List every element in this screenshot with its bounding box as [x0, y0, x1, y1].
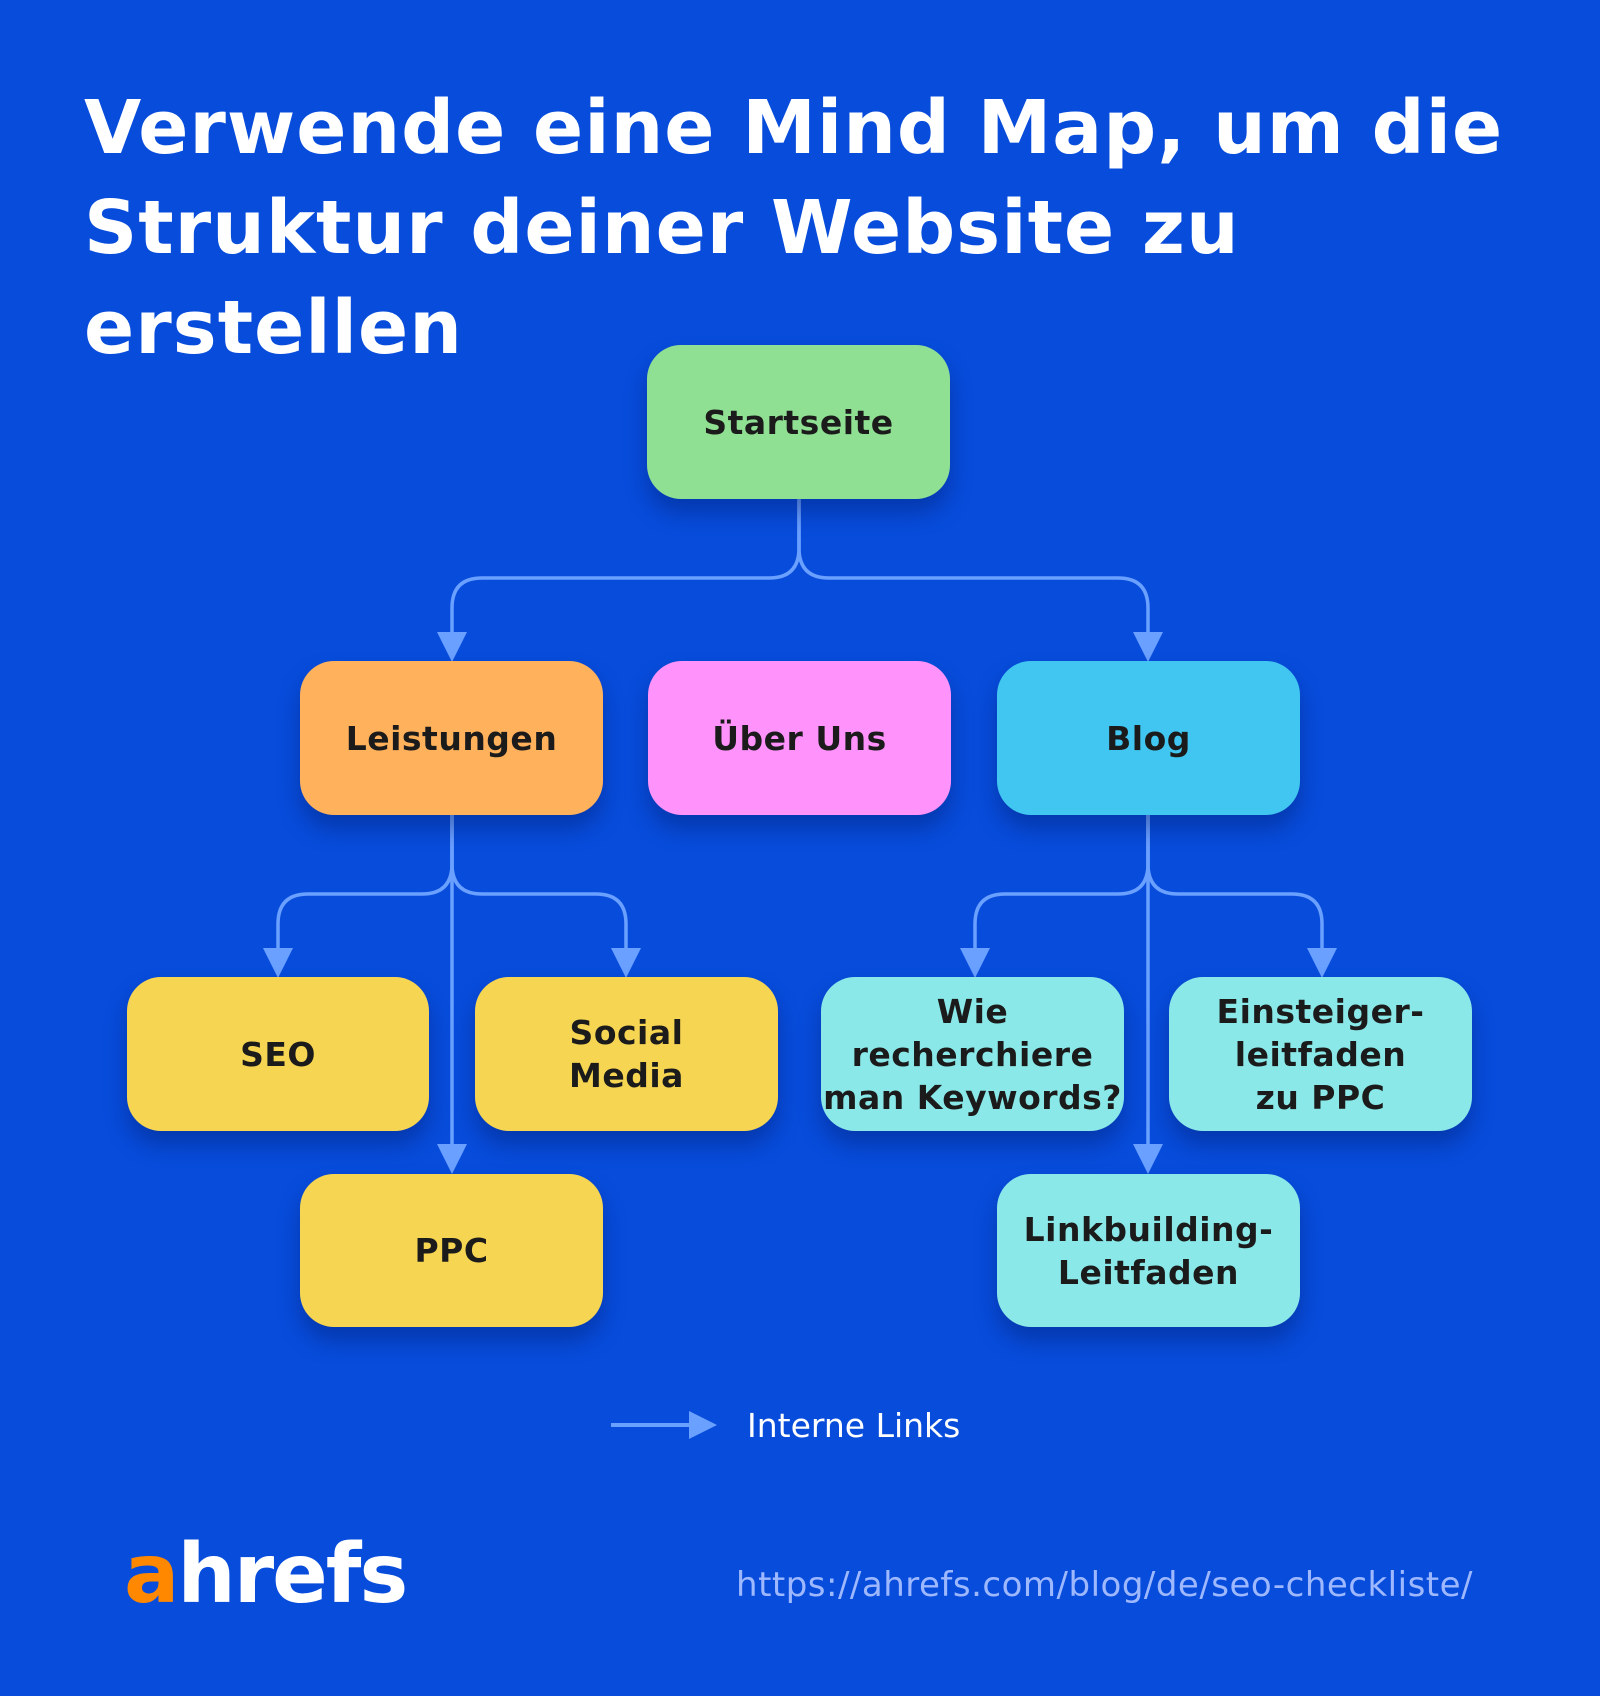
arrowhead-icon — [437, 632, 467, 662]
node-keyword-research: Wie recherchiere man Keywords? — [821, 977, 1124, 1131]
node-seo: SEO — [127, 977, 429, 1131]
logo-text: hrefs — [177, 1527, 408, 1622]
edge-home-blog — [797, 498, 1150, 642]
arrow-right-icon — [611, 1411, 717, 1439]
node-linkbuilding-guide: Linkbuilding- Leitfaden — [997, 1174, 1300, 1327]
edge-services-social — [450, 813, 628, 958]
arrowhead-icon — [960, 948, 990, 978]
page-title: Verwende eine Mind Map, um die Struktur … — [84, 78, 1564, 378]
arrowhead-icon — [263, 948, 293, 978]
node-ueber-uns: Über Uns — [648, 661, 951, 815]
source-url: https://ahrefs.com/blog/de/seo-checklist… — [736, 1565, 1473, 1605]
node-startseite: Startseite — [647, 345, 950, 499]
arrowhead-icon — [1133, 1144, 1163, 1174]
edge-blog-keywords — [973, 813, 1150, 958]
node-leistungen: Leistungen — [300, 661, 603, 815]
arrowhead-icon — [611, 948, 641, 978]
arrowhead-icon — [1307, 948, 1337, 978]
node-ppc: PPC — [300, 1174, 603, 1327]
legend-label: Interne Links — [747, 1405, 961, 1445]
edge-blog-ppcguide — [1146, 813, 1324, 958]
edge-home-services — [450, 498, 801, 642]
logo-accent: a — [124, 1527, 179, 1622]
title-line-2: Struktur deiner Website zu erstellen — [84, 185, 1240, 371]
legend: Interne Links — [611, 1400, 960, 1450]
arrowhead-icon — [1133, 632, 1163, 662]
edge-services-seo — [276, 813, 454, 958]
node-blog: Blog — [997, 661, 1300, 815]
arrowheads — [263, 632, 1337, 1174]
arrowhead-icon — [437, 1144, 467, 1174]
node-ppc-guide: Einsteiger- leitfaden zu PPC — [1169, 977, 1472, 1131]
ahrefs-logo: ahrefs — [124, 1527, 408, 1622]
node-social-media: Social Media — [475, 977, 778, 1131]
title-line-1: Verwende eine Mind Map, um die — [84, 85, 1504, 171]
